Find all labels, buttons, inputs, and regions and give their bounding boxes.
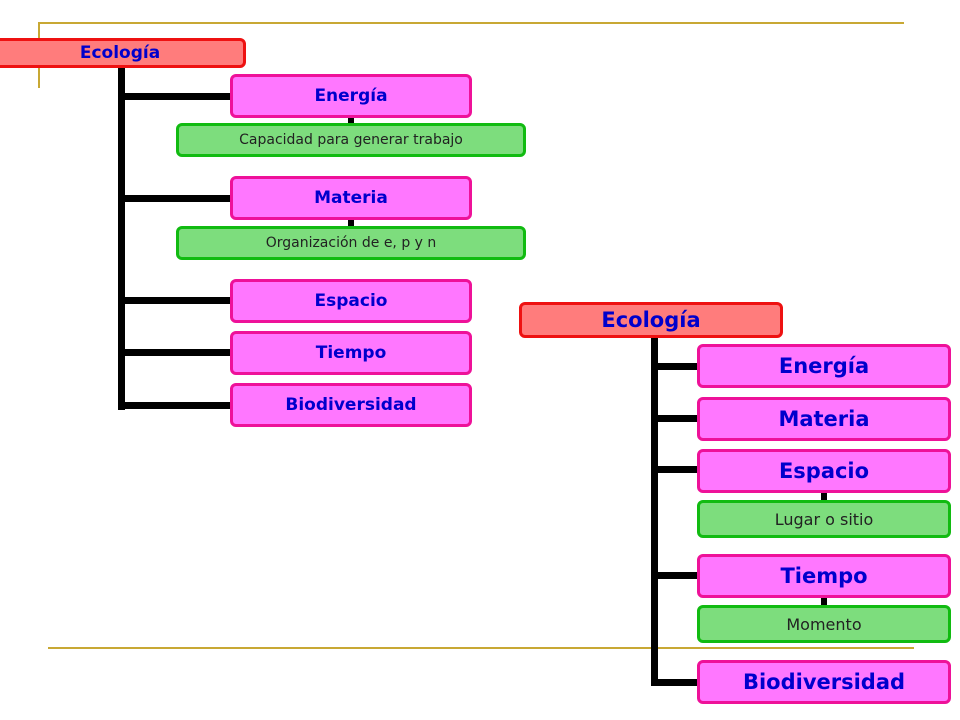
connector-energia-detail [348,115,354,127]
decor-line-bottom [48,647,914,649]
node-energia: Energía [697,344,951,388]
connector-energia [651,363,699,370]
node-biodiversidad: Biodiversidad [230,383,472,427]
connector-energia [118,93,232,100]
connector-espacio [118,297,232,304]
connector-spine [651,334,658,686]
leaf-espacio-detail: Lugar o sitio [697,500,951,538]
node-energia: Energía [230,74,472,118]
decor-line-top [38,22,904,24]
root-node: Ecología [519,302,783,338]
connector-materia [651,415,699,422]
node-tiempo: Tiempo [230,331,472,375]
node-tiempo: Tiempo [697,554,951,598]
node-materia: Materia [697,397,951,441]
connector-espacio-detail [821,490,827,502]
leaf-tiempo-detail: Momento [697,605,951,643]
connector-materia-detail [348,217,354,229]
connector-espacio [651,466,699,473]
connector-spine [118,66,125,410]
connector-biodiversidad [118,402,232,409]
node-biodiversidad: Biodiversidad [697,660,951,704]
connector-tiempo [651,572,699,579]
node-espacio: Espacio [230,279,472,323]
connector-biodiversidad [651,679,699,686]
root-node: Ecología [0,38,246,68]
leaf-materia-detail: Organización de e, p y n [176,226,526,260]
connector-materia [118,195,232,202]
node-materia: Materia [230,176,472,220]
node-espacio: Espacio [697,449,951,493]
connector-tiempo [118,349,232,356]
leaf-energia-detail: Capacidad para generar trabajo [176,123,526,157]
connector-tiempo-detail [821,597,827,607]
